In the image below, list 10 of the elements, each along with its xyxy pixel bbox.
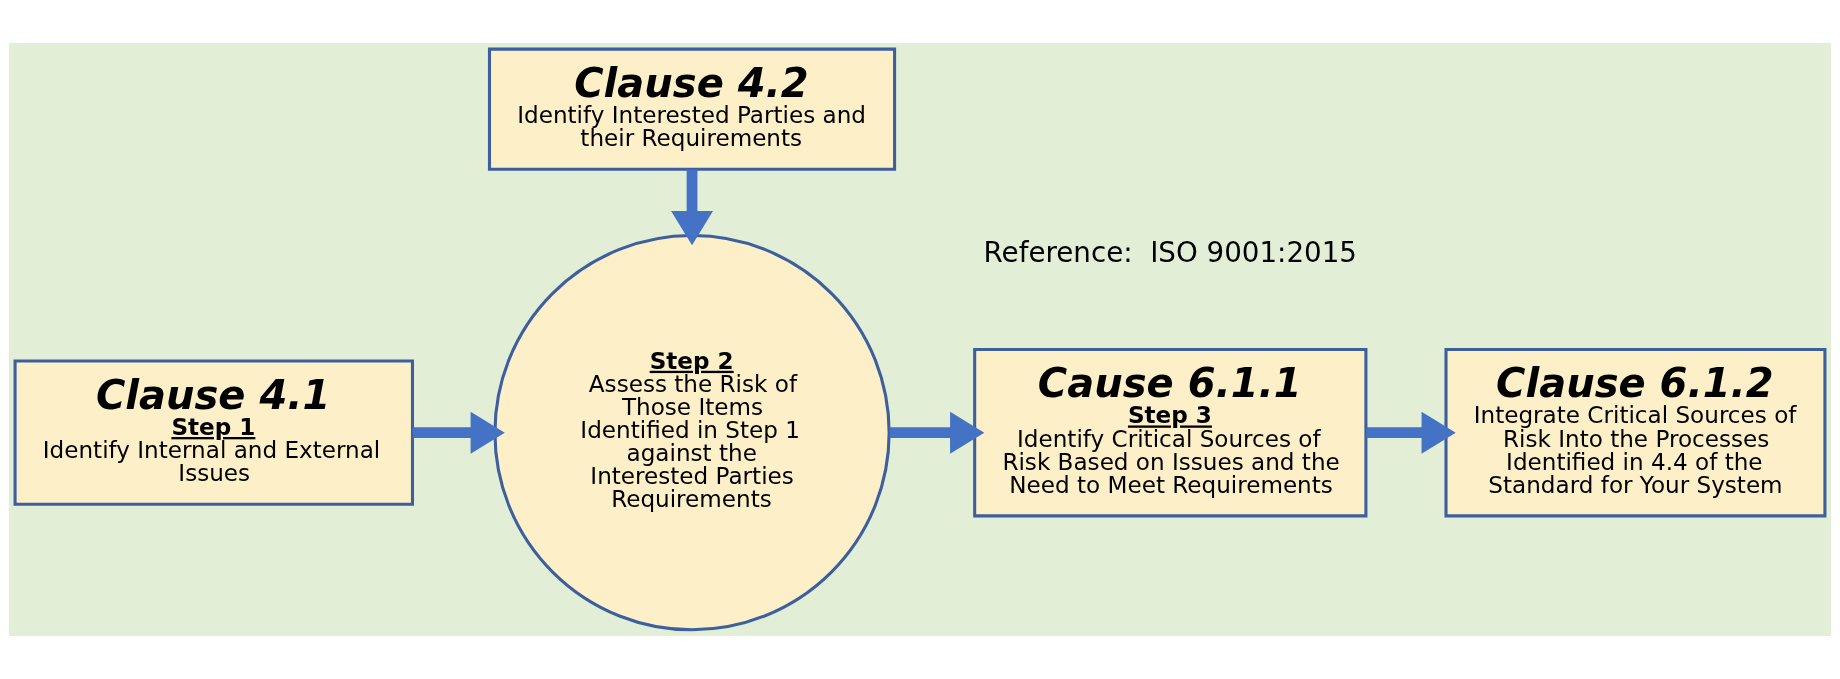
arrow bbox=[412, 411, 505, 454]
arrow bbox=[889, 411, 985, 454]
label: Reference: ISO 9001:2015 bbox=[983, 236, 1357, 270]
node-box: Clause 4.2 Identify Interested Parties and their Requirements bbox=[487, 47, 897, 171]
arrow bbox=[671, 169, 713, 246]
node-circle: Step 2 Assess the Risk of Those Items Identified in Step 1 against the Interested Parties Requirements bbox=[493, 234, 891, 632]
node-box: Clause 6.1.2 Integrate Critical Sources of Risk Into the Processes Identified in 4.4 of the Standard for Your System bbox=[1444, 347, 1827, 518]
node-box: Clause 4.1 Step 1 Identify Internal and External Issues bbox=[13, 359, 414, 506]
arrow bbox=[1366, 411, 1456, 454]
node-box: Cause 6.1.1 Step 3 Identify Critical Sources of Risk Based on Issues and the Need to Meet Requirements bbox=[973, 347, 1368, 518]
